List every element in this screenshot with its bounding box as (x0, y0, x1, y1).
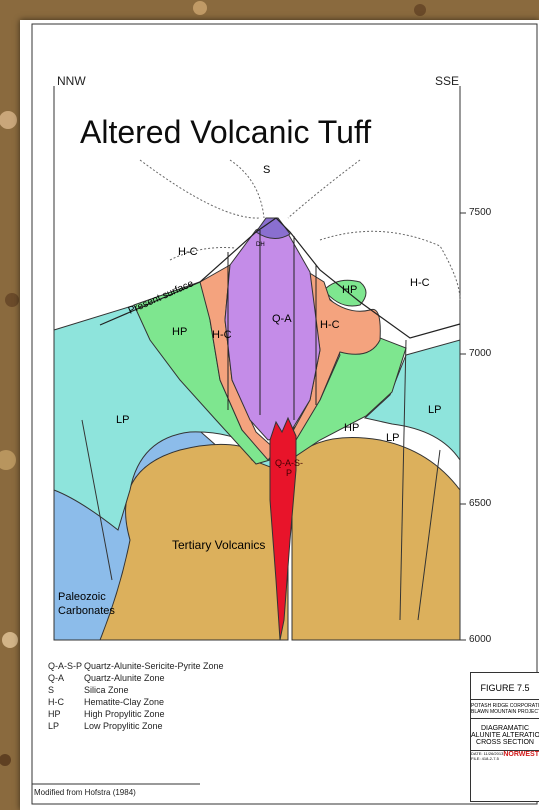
figure-brand-logo: NORWEST (503, 751, 539, 761)
label-hp-left: HP (172, 326, 187, 338)
label-hp-right: HP (344, 422, 359, 434)
elevation-7000: 7000 (469, 348, 491, 359)
label-paleozoic-carbonates: Paleozoic Carbonates (58, 590, 128, 618)
label-hc-top-right: H-C (410, 277, 430, 289)
label-lp-mid: LP (386, 432, 399, 444)
figure-number: FIGURE 7.5 (471, 683, 539, 693)
document-page: NNW SSE Altered Volcanic Tuff (20, 20, 539, 810)
s-boundary-2 (230, 160, 264, 218)
label-tertiary-volcanics: Tertiary Volcanics (172, 538, 265, 552)
elevation-6500: 6500 (469, 498, 491, 509)
credit-text: Modified from Hofstra (1984) (34, 788, 136, 797)
label-lp-left: LP (116, 414, 129, 426)
label-hc-left: H-C (212, 329, 232, 341)
label-dh: DH (256, 242, 265, 248)
figure-title-block: FIGURE 7.5 POTASH RIDGE CORPORATION BLAW… (470, 672, 539, 802)
label-hc-top-left: H-C (178, 246, 198, 258)
label-hc-right: H-C (320, 319, 340, 331)
figure-title-1: DIAGRAMATIC (471, 725, 539, 732)
elevation-7500: 7500 (469, 207, 491, 218)
label-qasp: Q-A-S-P (274, 458, 304, 478)
elevation-6000: 6000 (469, 634, 491, 645)
tertiary-right (292, 438, 460, 641)
s-boundary-1 (140, 160, 260, 218)
label-hp-small: HP (342, 284, 357, 296)
figure-title-3: CROSS SECTION (471, 739, 539, 746)
s-boundary-3 (288, 160, 360, 218)
figure-project: BLAWN MOUNTAIN PROJECT (471, 709, 539, 715)
figure-file: FILE: 418-2-7.5 (471, 756, 503, 761)
label-qa: Q-A (272, 313, 292, 325)
label-s: S (263, 164, 270, 176)
figure-title-2: ALUNITE ALTERATION (471, 732, 539, 739)
label-lp-right: LP (428, 404, 441, 416)
